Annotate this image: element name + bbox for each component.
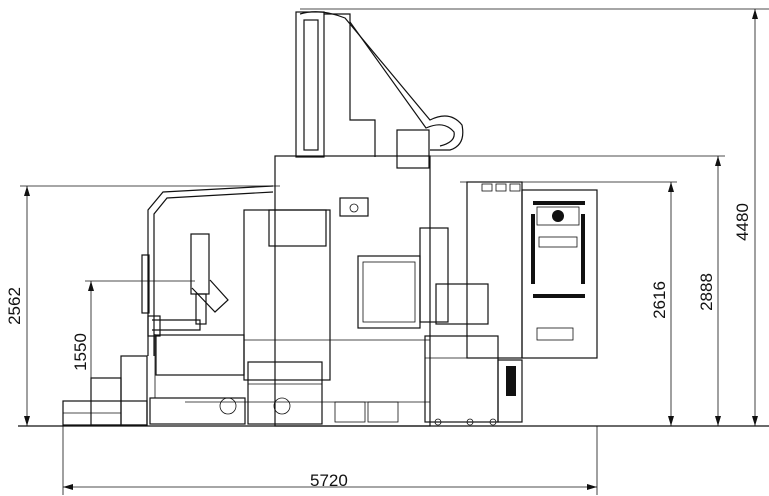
control-panel [357,255,421,329]
right-unit [424,181,523,426]
dimension-overall-height: 4480 [733,203,752,241]
electrical-cabinet [521,189,598,359]
dimension-enclosure-height: 2562 [5,287,24,325]
column-tower [295,11,464,169]
dimension-overall-width: 5720 [310,471,348,490]
machine-body [243,155,489,427]
dimension-spindle-height: 1550 [71,333,90,371]
left-enclosure [141,185,274,425]
dimension-cabinet-height: 2616 [650,281,669,319]
dimension-arch-height: 2888 [697,273,716,311]
machine-base [185,397,430,423]
stairs [62,355,148,426]
